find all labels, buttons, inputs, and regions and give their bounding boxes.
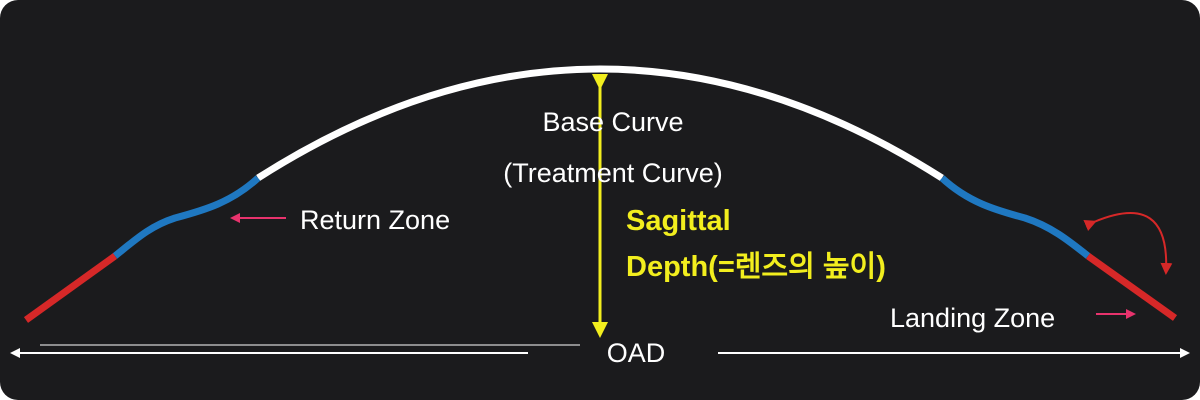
base-curve-arc (256, 65, 944, 181)
rotation-arrow (1083, 212, 1173, 275)
landing-zone-right (1085, 253, 1178, 321)
sagittal-depth-label: Depth(=렌즈의 높이) (626, 250, 886, 283)
return-zone-left (112, 175, 261, 259)
base-curve-label: Base Curve (542, 107, 683, 137)
landing-zone-label: Landing Zone (890, 303, 1055, 333)
treatment-curve-label: (Treatment Curve) (503, 158, 723, 188)
return-zone-label: Return Zone (300, 205, 450, 235)
landing-zone-left (23, 253, 118, 323)
oad-label: OAD (607, 338, 666, 368)
return-zone-right (939, 175, 1091, 259)
sagittal-label: Sagittal (626, 205, 731, 237)
